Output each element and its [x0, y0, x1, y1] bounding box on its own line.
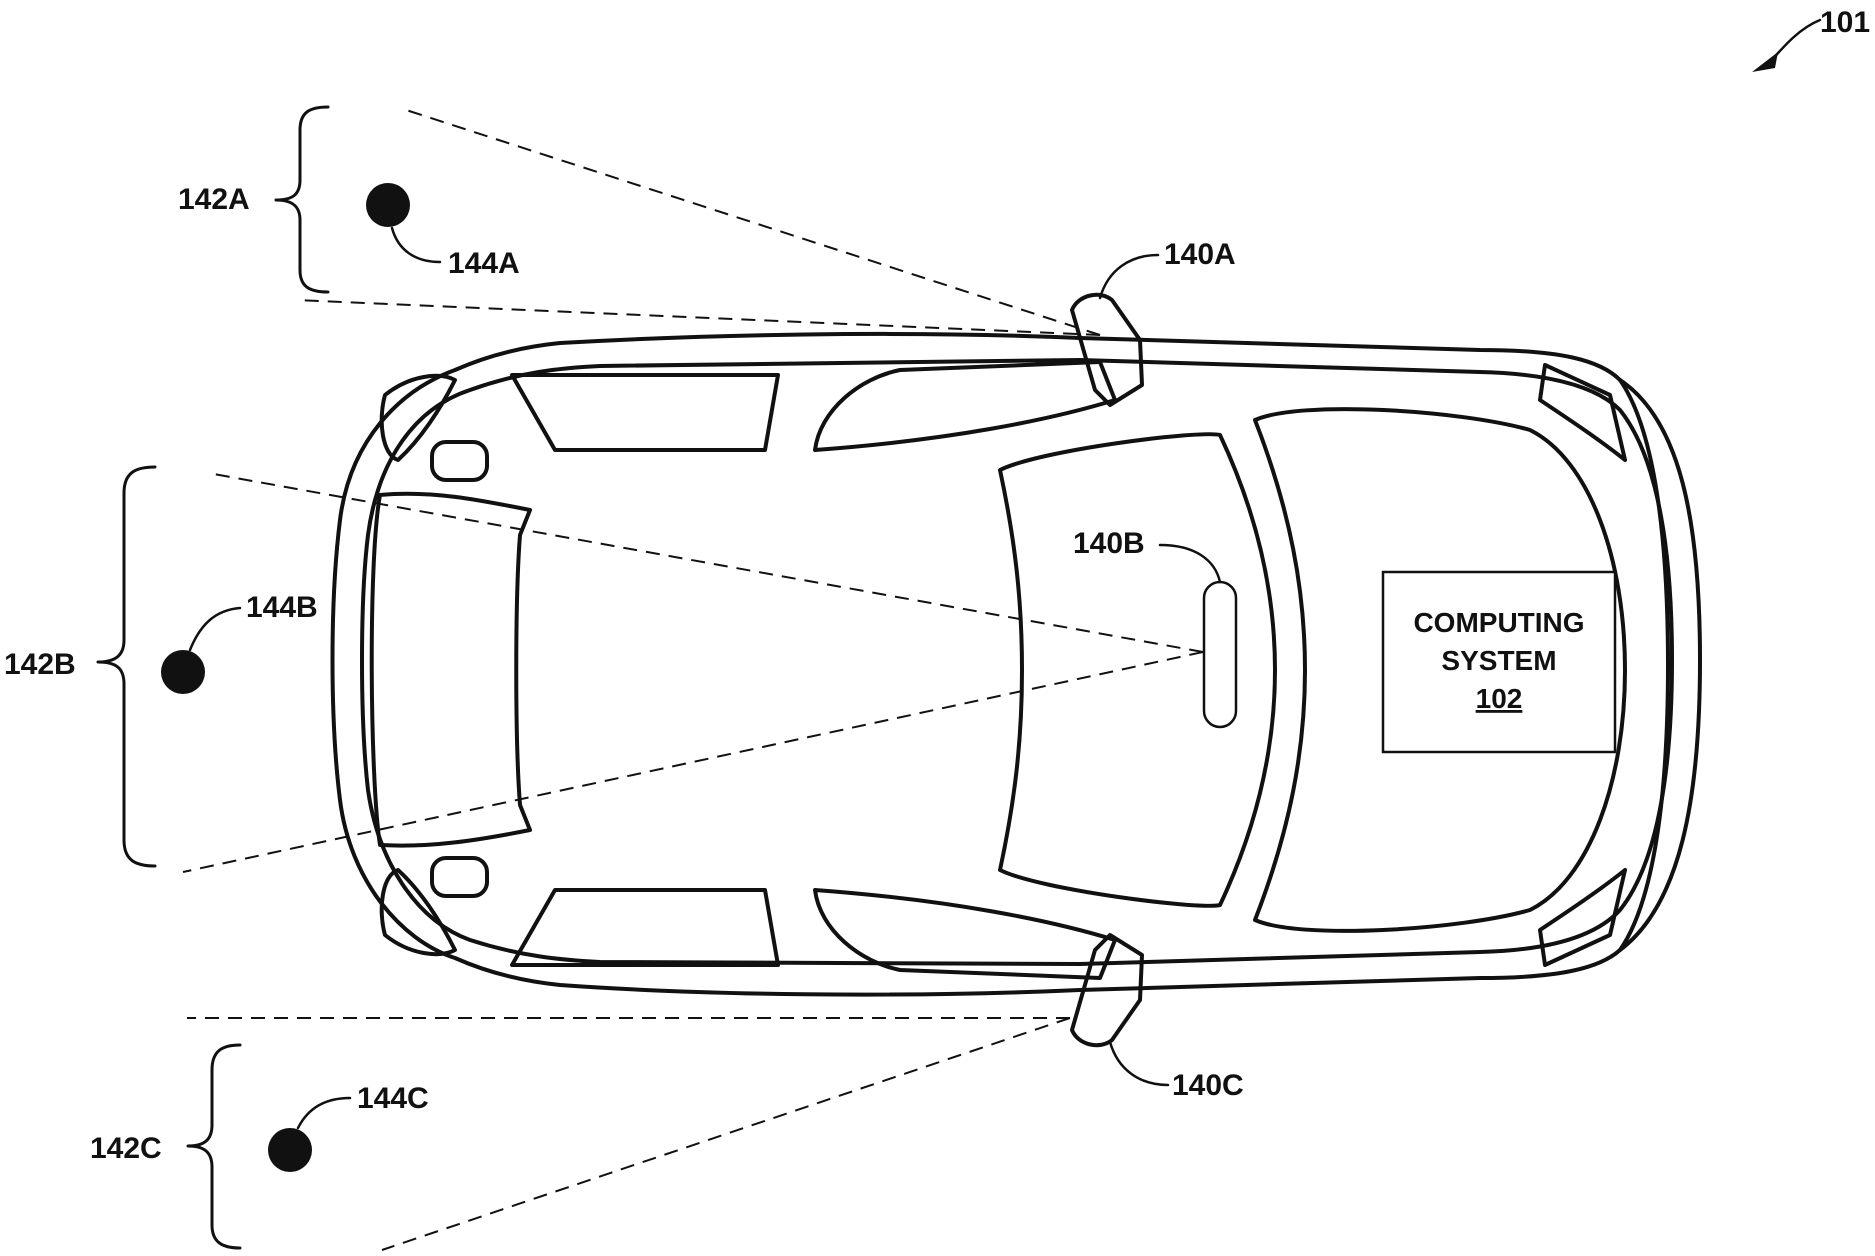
object-144c-dot	[268, 1128, 312, 1172]
fov-140a-upper	[400, 108, 1100, 335]
left-rear-window	[512, 375, 778, 450]
region-142b-label: 142B	[4, 648, 76, 681]
object-144a-label: 144A	[448, 247, 520, 280]
region-142a-label: 142A	[178, 183, 250, 216]
sensor-140a-mirror	[1072, 295, 1142, 405]
region-142c-bracket	[188, 1045, 240, 1248]
computing-system-line1: COMPUTING	[1413, 607, 1584, 638]
sensor-140c-leader	[1110, 1042, 1168, 1085]
rear-left-light-small	[432, 442, 487, 480]
fov-140b-upper	[208, 473, 1203, 652]
right-headlight	[1540, 870, 1625, 965]
figure-reference: 101	[1752, 6, 1870, 72]
object-144b-leader	[190, 608, 240, 650]
region-142b-bracket	[98, 467, 155, 866]
region-142a-bracket	[276, 107, 328, 292]
sensor-140c-label: 140C	[1172, 1069, 1244, 1102]
sensor-labels: 140A 140B 140C	[1073, 238, 1244, 1102]
fov-140a-lower	[297, 300, 1100, 335]
computing-system: COMPUTING SYSTEM 102	[1383, 572, 1615, 752]
object-144a-dot	[366, 183, 410, 227]
region-brackets	[98, 107, 328, 1248]
figure-ref-label: 101	[1820, 6, 1870, 39]
object-144c-label: 144C	[357, 1082, 429, 1115]
sensor-140a-leader	[1100, 255, 1158, 298]
figure-ref-leader	[1770, 20, 1820, 62]
figure-ref-arrowhead-icon	[1752, 52, 1778, 72]
object-144b-dot	[161, 650, 205, 694]
computing-system-number: 102	[1476, 683, 1523, 714]
sensor-140b-label: 140B	[1073, 527, 1145, 560]
sensor-140a-label: 140A	[1164, 238, 1236, 271]
fov-lines	[183, 108, 1203, 1250]
computing-system-line2: SYSTEM	[1441, 645, 1556, 676]
region-142c-label: 142C	[90, 1132, 162, 1165]
object-144a-leader	[392, 228, 440, 262]
objects: 144A 144B 144C	[161, 183, 520, 1172]
rear-right-light-small	[432, 858, 487, 896]
left-front-window	[815, 362, 1115, 450]
sensor-140b-leader	[1160, 545, 1220, 582]
object-144b-label: 144B	[246, 591, 318, 624]
object-144c-leader	[298, 1098, 350, 1128]
sensor-140b-capsule	[1204, 582, 1236, 727]
right-rear-window	[512, 890, 778, 965]
rear-windshield	[372, 494, 530, 846]
fov-140c-lower	[382, 1018, 1070, 1250]
roof-panel	[1000, 434, 1275, 906]
